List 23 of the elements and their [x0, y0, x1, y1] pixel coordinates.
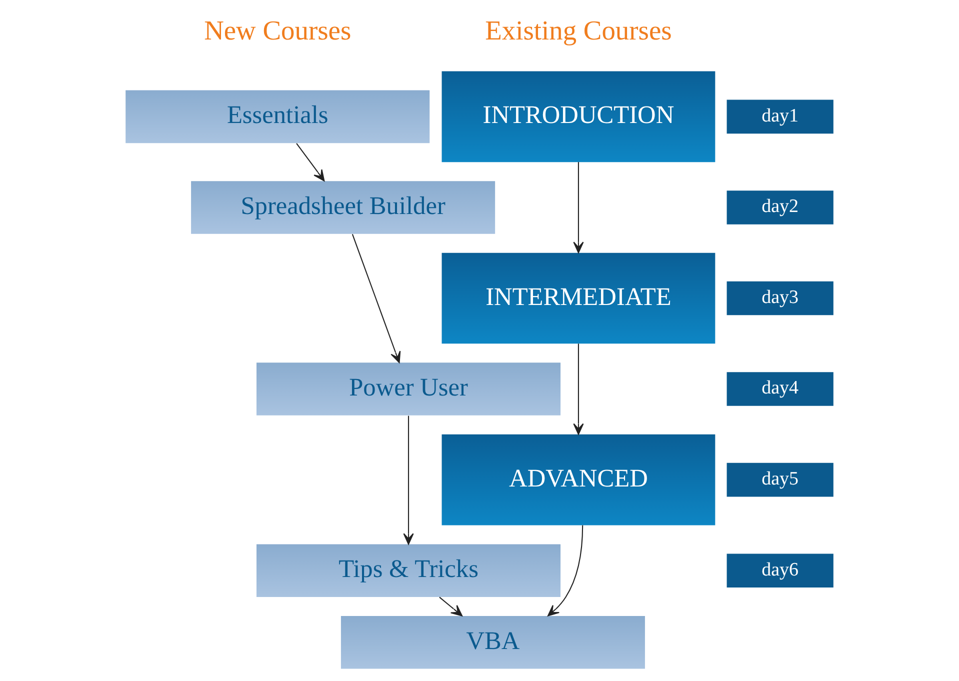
- node-box: day2: [726, 190, 834, 224]
- node-box: day1: [726, 99, 834, 134]
- node-box: day3: [726, 280, 834, 315]
- node-box: INTERMEDIATE: [442, 252, 716, 344]
- node-box: ADVANCED: [442, 434, 716, 525]
- node-box: day4: [726, 372, 834, 406]
- node-box: Tips & Tricks: [256, 544, 561, 596]
- node-box: INTRODUCTION: [442, 70, 716, 162]
- node-box: Spreadsheet Builder: [191, 180, 496, 234]
- node-box: day6: [726, 553, 834, 587]
- arrow: [296, 142, 325, 181]
- arrow: [573, 162, 584, 253]
- label: Existing Courses: [485, 14, 672, 45]
- node-box: Power User: [256, 362, 561, 415]
- arrow: [439, 596, 463, 616]
- node-box: day5: [726, 462, 834, 496]
- arrow: [547, 524, 584, 616]
- node-box: VBA: [340, 616, 645, 668]
- node-box: Essentials: [126, 90, 430, 143]
- arrow: [352, 234, 401, 363]
- arrow: [573, 343, 584, 434]
- label: New Courses: [204, 14, 352, 45]
- arrow: [403, 415, 414, 544]
